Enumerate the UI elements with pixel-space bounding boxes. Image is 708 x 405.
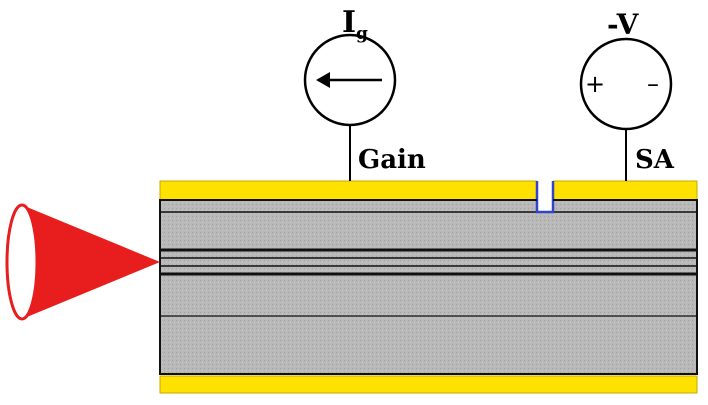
output-beam-cone-icon: [5, 203, 160, 321]
sa-section-label: SA: [635, 145, 675, 175]
sa-voltage-source: [579, 37, 673, 181]
sa-contact: [552, 180, 698, 201]
plus-sign: +: [585, 70, 605, 98]
gain-section-label: Gain: [358, 145, 426, 175]
epitaxial-layers: [160, 211, 697, 317]
isolation-gap: [160, 179, 697, 214]
gain-contact: [159, 180, 538, 201]
sa-source-label: -V: [607, 8, 640, 41]
waveguide-body: [159, 199, 698, 375]
bottom-contact: [159, 375, 698, 394]
gain-source-label: Ig: [342, 5, 368, 44]
minus-sign: –: [647, 70, 659, 98]
gain-current-source: [303, 33, 397, 181]
